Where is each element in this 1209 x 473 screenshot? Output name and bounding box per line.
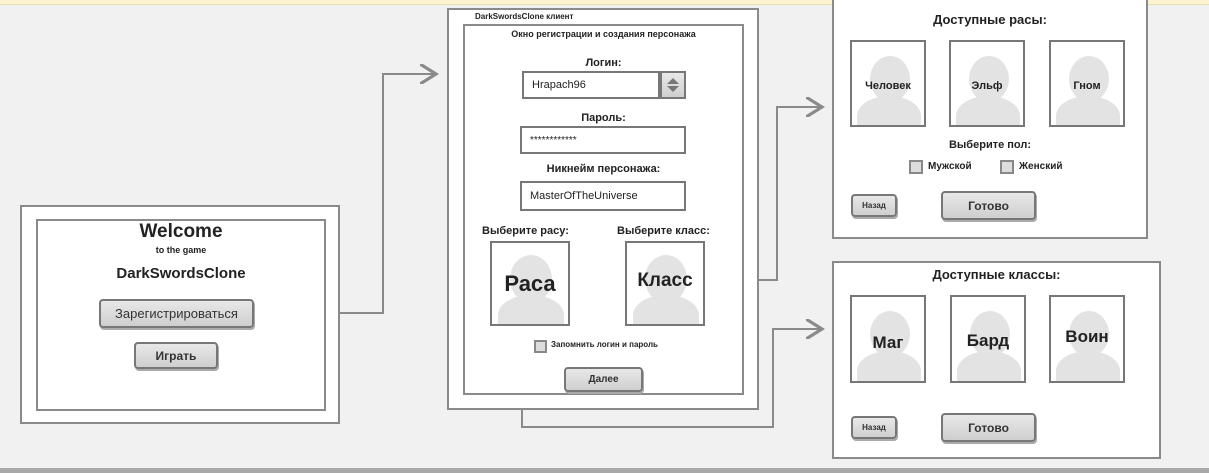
avatar-silhouette-head bbox=[870, 311, 910, 357]
races-title: Доступные расы: bbox=[933, 12, 1047, 27]
remember-label: Запомнить логин и пароль bbox=[551, 340, 658, 349]
nickname-label: Никнейм персонажа: bbox=[546, 163, 661, 175]
avatar-silhouette-body bbox=[498, 295, 564, 324]
races-back-button[interactable]: Назад bbox=[851, 194, 897, 217]
register-button[interactable]: Зарегистрироваться bbox=[99, 299, 254, 328]
race-option-label: Гном bbox=[1073, 80, 1101, 92]
avatar-silhouette-body bbox=[857, 351, 921, 381]
class-option-bard[interactable]: Бард bbox=[950, 295, 1026, 383]
choose-race-label: Выберите расу: bbox=[482, 225, 569, 237]
avatar-silhouette-body bbox=[1056, 351, 1120, 381]
chevron-down-icon bbox=[667, 86, 679, 92]
welcome-subtitle: to the game bbox=[155, 245, 207, 255]
panel-title: Окно регистрации и создания персонажа bbox=[511, 29, 696, 39]
race-portrait-label: Раса bbox=[504, 271, 556, 296]
registration-panel: Окно регистрации и создания персонажа Ло… bbox=[463, 24, 744, 395]
class-option-warrior[interactable]: Воин bbox=[1049, 295, 1125, 383]
client-window: DarkSwordsClone клиент Окно регистрации … bbox=[447, 8, 759, 410]
login-label: Логин: bbox=[585, 57, 622, 69]
classes-title: Доступные классы: bbox=[932, 267, 1061, 282]
female-label: Женский bbox=[1019, 161, 1063, 172]
class-option-mage[interactable]: Маг bbox=[850, 295, 926, 383]
male-checkbox[interactable] bbox=[909, 160, 923, 174]
avatar-silhouette-body bbox=[1056, 96, 1120, 125]
class-option-label: Воин bbox=[1065, 327, 1109, 346]
race-option-elf[interactable]: Эльф bbox=[949, 40, 1025, 127]
race-portrait[interactable]: Раса bbox=[490, 241, 570, 326]
avatar-silhouette-body bbox=[957, 351, 1021, 381]
classes-window: Доступные классы: Маг Бард Воин Назад Го… bbox=[832, 261, 1161, 459]
races-done-button[interactable]: Готово bbox=[941, 191, 1036, 220]
avatar-silhouette-body bbox=[633, 295, 699, 324]
races-window: Доступные расы: Человек Эльф Гном Выбери… bbox=[832, 0, 1148, 239]
avatar-silhouette-head bbox=[970, 311, 1010, 357]
male-label: Мужской bbox=[928, 161, 972, 172]
chevron-up-icon bbox=[667, 78, 679, 84]
class-portrait-label: Класс bbox=[637, 270, 693, 291]
welcome-window: Welcome to the game DarkSwordsClone Заре… bbox=[20, 205, 340, 424]
password-field[interactable]: ************ bbox=[520, 126, 686, 154]
avatar-silhouette-head bbox=[870, 56, 910, 102]
class-option-label: Бард bbox=[966, 331, 1010, 350]
class-option-label: Маг bbox=[872, 333, 904, 352]
avatar-silhouette-body bbox=[857, 96, 921, 125]
race-option-human[interactable]: Человек bbox=[850, 40, 926, 127]
client-window-title: DarkSwordsClone клиент bbox=[475, 12, 574, 21]
race-option-gnome[interactable]: Гном bbox=[1049, 40, 1125, 127]
choose-class-label: Выберите класс: bbox=[617, 225, 710, 237]
avatar-silhouette-head bbox=[1069, 56, 1109, 102]
avatar-silhouette-head bbox=[969, 56, 1009, 102]
race-option-label: Человек bbox=[865, 80, 911, 92]
bottom-bar bbox=[0, 468, 1209, 473]
class-portrait[interactable]: Класс bbox=[625, 241, 705, 326]
classes-back-button[interactable]: Назад bbox=[851, 416, 897, 439]
top-bar bbox=[0, 0, 1209, 5]
login-stepper[interactable] bbox=[660, 71, 686, 99]
game-name: DarkSwordsClone bbox=[116, 265, 246, 282]
remember-checkbox[interactable] bbox=[534, 340, 547, 353]
welcome-panel: Welcome to the game DarkSwordsClone Заре… bbox=[36, 219, 326, 411]
classes-done-button[interactable]: Готово bbox=[941, 413, 1036, 442]
gender-title: Выберите пол: bbox=[948, 139, 1032, 151]
avatar-silhouette-body bbox=[956, 96, 1020, 125]
female-checkbox[interactable] bbox=[1000, 160, 1014, 174]
play-button[interactable]: Играть bbox=[134, 342, 218, 369]
avatar-silhouette-head bbox=[1069, 311, 1109, 357]
login-field[interactable]: Hrapach96 bbox=[522, 71, 660, 99]
password-label: Пароль: bbox=[581, 112, 626, 124]
nickname-field[interactable]: MasterOfTheUniverse bbox=[520, 181, 686, 211]
welcome-title: Welcome bbox=[139, 221, 223, 242]
next-button[interactable]: Далее bbox=[564, 367, 643, 392]
race-option-label: Эльф bbox=[971, 80, 1003, 92]
